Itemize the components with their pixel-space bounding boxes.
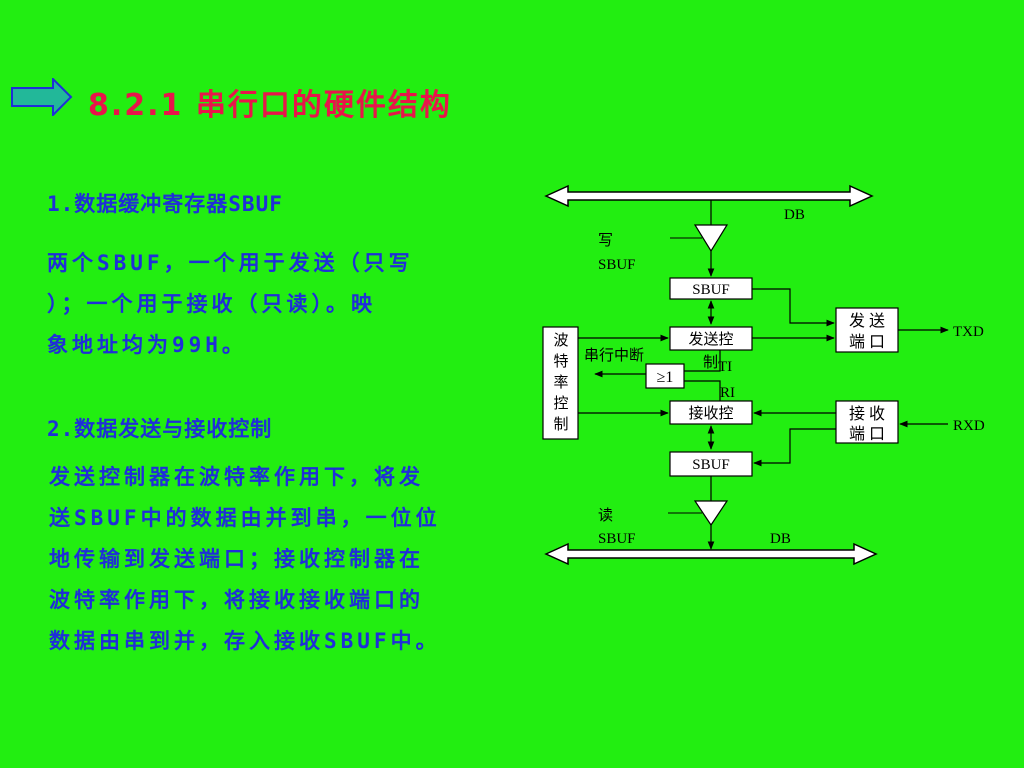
send-port-line: 端 口 — [849, 333, 885, 351]
page-title: 8.2.1 串行口的硬件结构 — [88, 88, 452, 123]
write-label-sbuf: SBUF — [598, 257, 636, 273]
section1-heading: 1.数据缓冲寄存器SBUF — [47, 192, 283, 216]
rxd-label: RXD — [953, 418, 985, 434]
receive-sbuf-label: SBUF — [692, 457, 730, 473]
ti-label: TI — [718, 359, 732, 375]
receive-port-line: 接 收 — [849, 405, 885, 423]
send-port-box — [835, 307, 899, 353]
or-gate-box — [645, 363, 685, 389]
read-label-char: 读 — [598, 507, 613, 524]
section2-line: 数据由串到并，存入接收SBUF中。 — [49, 629, 441, 653]
or-gate-label: ≥1 — [657, 369, 674, 386]
write-label-char: 写 — [598, 233, 613, 249]
receive-port-line: 端 口 — [849, 425, 885, 443]
section2-line: 地传输到发送端口；接收控制器在 — [49, 547, 424, 571]
baud-char: 波 — [553, 332, 568, 349]
ri-label: RI — [720, 385, 735, 401]
section1-paragraph: 两个SBUF，一个用于发送（只写 ）；一个用于接收（只读）。映 象地址均为99H… — [47, 243, 414, 366]
baud-char: 率 — [553, 374, 568, 391]
section2-line: 发送控制器在波特率作用下，将发 — [49, 465, 424, 489]
receive-control-label: 接收控 — [688, 405, 733, 422]
db-bus-bottom — [544, 542, 878, 566]
db-bus-top — [544, 184, 874, 208]
txd-label: TXD — [953, 324, 984, 340]
title-arrow-icon — [11, 78, 73, 116]
section1-line: 象地址均为99H。 — [47, 333, 247, 357]
section2-line: 送SBUF中的数据由并到串，一位位 — [49, 506, 441, 530]
receive-port-box — [835, 400, 899, 444]
send-control-overflow: 制 — [703, 354, 718, 371]
section2-paragraph: 发送控制器在波特率作用下，将发 送SBUF中的数据由并到串，一位位 地传输到发送… — [49, 457, 441, 662]
send-control-label: 发送控 — [688, 331, 733, 348]
receive-control-box — [669, 400, 753, 425]
send-port-line: 发 送 — [849, 312, 885, 330]
baud-rate-box — [542, 326, 579, 440]
section2-heading: 2.数据发送与接收控制 — [47, 417, 273, 441]
db-top-label: DB — [784, 207, 805, 223]
section2-line: 波特率作用下，将接收接收端口的 — [49, 588, 424, 612]
read-triangle — [693, 500, 729, 527]
serial-interrupt-label: 串行中断 — [584, 347, 644, 364]
receive-sbuf-box — [669, 451, 753, 477]
db-bottom-label: DB — [770, 531, 791, 547]
baud-char: 特 — [553, 353, 568, 370]
read-label-sbuf: SBUF — [598, 531, 636, 547]
write-triangle — [693, 224, 729, 253]
serial-port-diagram: DB 写 SBUF SBUF 发送控 制 波 特 率 控 制 串行中断 ≥1 T… — [542, 184, 985, 566]
section1-line: ）；一个用于接收（只读）。映 — [47, 292, 376, 316]
send-sbuf-label: SBUF — [692, 282, 730, 298]
baud-char: 控 — [553, 395, 568, 412]
baud-char: 制 — [553, 416, 568, 433]
section1-line: 两个SBUF，一个用于发送（只写 — [47, 251, 414, 275]
